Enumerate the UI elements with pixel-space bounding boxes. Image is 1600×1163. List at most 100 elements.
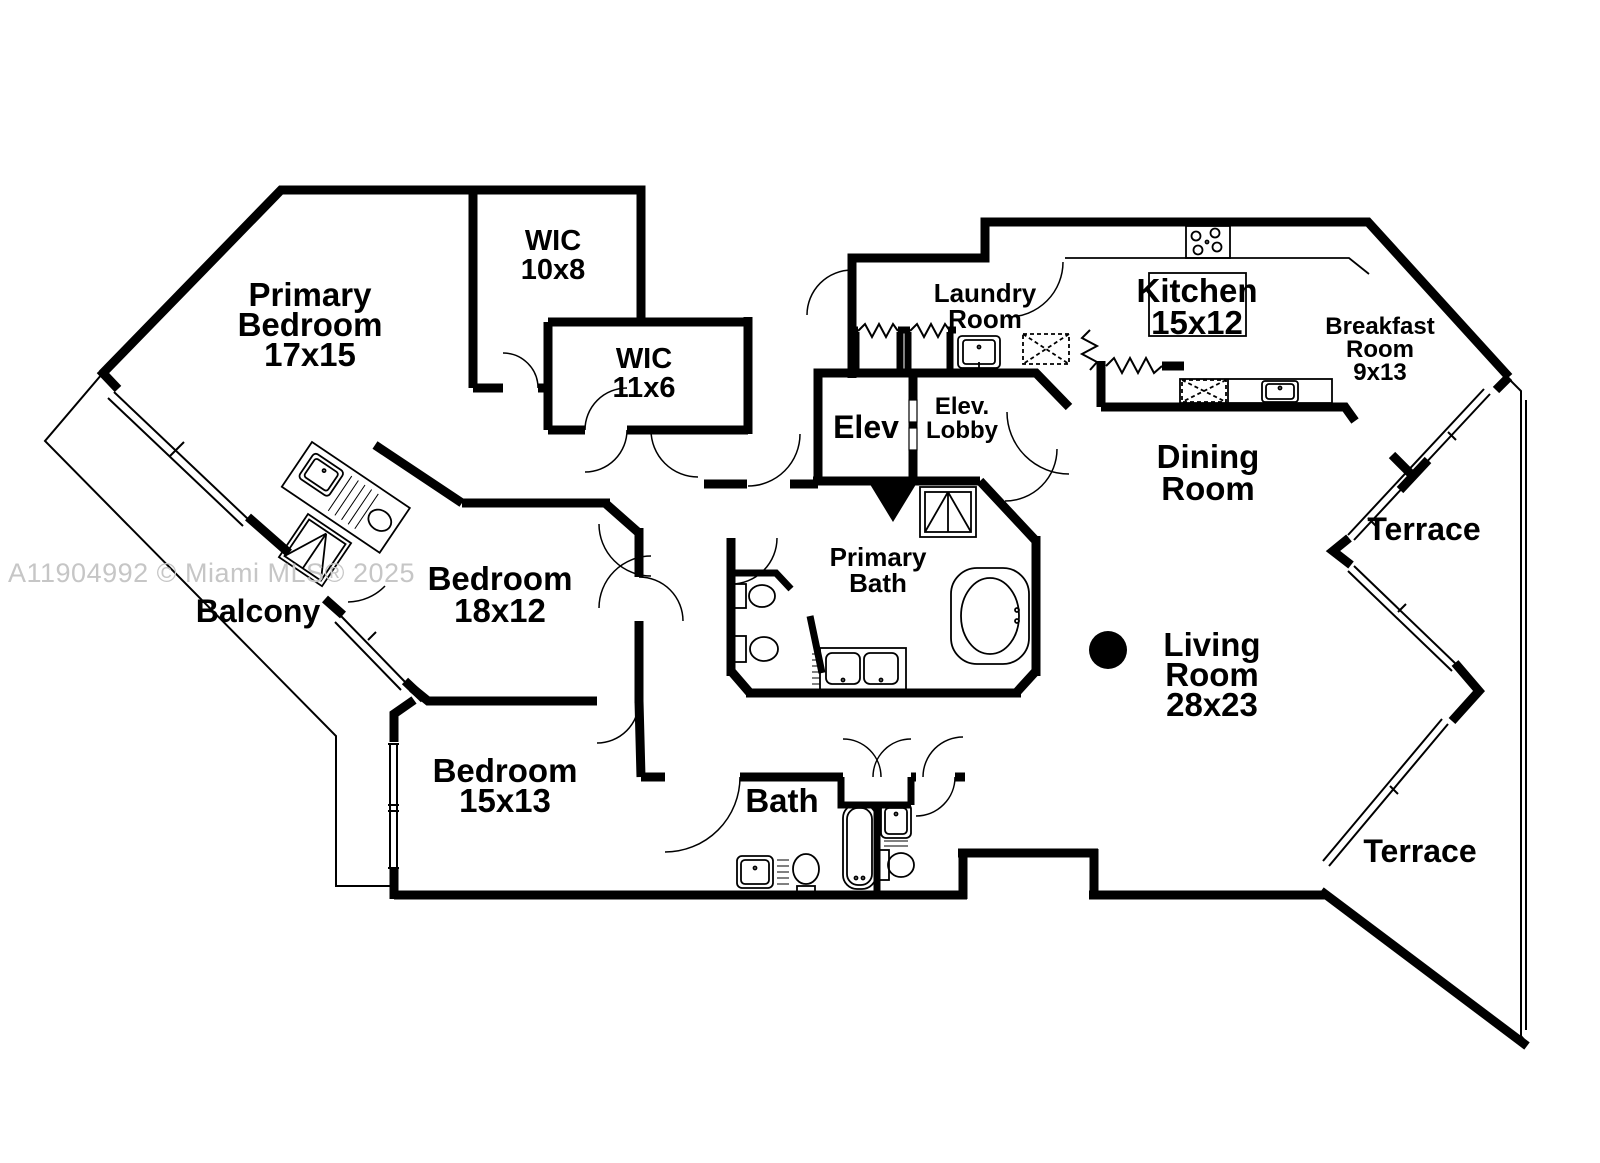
room-name: Elev.: [935, 393, 989, 420]
room-name: Elev: [833, 409, 899, 445]
stove-icon: [1185, 225, 1231, 259]
wall-segment: [1096, 361, 1359, 424]
room-name: Room: [1346, 336, 1414, 363]
wall-segment: [852, 326, 956, 371]
wall-segment: [96, 185, 753, 434]
door-arc: [347, 585, 386, 603]
window: [334, 615, 408, 691]
wall-segment: [1325, 451, 1485, 725]
balcony-outline: [43, 373, 394, 887]
wall-segment: [394, 848, 1325, 900]
room-dims: 28x23: [1166, 686, 1258, 723]
label-laundry: Laundry Room: [934, 278, 1037, 334]
door-arc: [747, 433, 801, 487]
room-dims: 10x8: [521, 254, 586, 286]
label-terrace-lower: Terrace: [1363, 833, 1476, 869]
room-name: WIC: [616, 343, 672, 375]
wall-segment: [409, 684, 965, 782]
window: [1322, 718, 1449, 867]
fixtures: [277, 225, 1370, 894]
label-balcony: Balcony: [196, 593, 321, 629]
wc-toilet-icon: [878, 849, 915, 881]
column-dot: [1089, 631, 1127, 669]
room-name: Primary: [830, 542, 927, 572]
wc-sink-icon: [880, 803, 912, 847]
zigzag-door: [1079, 329, 1100, 371]
wet-bar-sink-icon: [298, 452, 344, 497]
labels: Primary Bedroom 17x15 WIC 10x8 WIC 11x6 …: [196, 225, 1481, 869]
wall-segment: [1318, 887, 1530, 1050]
label-primary-bath: Primary Bath: [830, 542, 927, 598]
wall-segment: [847, 217, 1513, 394]
window: [1347, 565, 1459, 672]
door-arc: [596, 700, 640, 744]
room-name: Room: [1161, 470, 1255, 507]
room-name: Bedroom: [238, 306, 383, 343]
room-name: Bedroom: [428, 560, 573, 597]
windows: [107, 388, 1491, 869]
door-arc: [584, 429, 628, 473]
toilet-icon: [732, 635, 779, 663]
label-primary-bedroom: Primary Bedroom 17x15: [238, 276, 383, 373]
window: [107, 391, 250, 527]
room-dims: 15x12: [1151, 304, 1243, 341]
room-dims: 15x13: [459, 782, 551, 819]
room-name: Primary: [249, 276, 373, 313]
bathtub-icon: [950, 567, 1030, 665]
room-name: Kitchen: [1136, 272, 1257, 309]
window: [1347, 388, 1491, 541]
double-sink-vanity: [812, 647, 907, 691]
elevator-door-icon: [908, 399, 918, 451]
room-name: Bath: [745, 782, 818, 819]
room-dims: 11x6: [613, 372, 676, 404]
walls-interior: [731, 326, 956, 893]
wall-segment: [245, 513, 428, 899]
kitchen-counter: [1065, 257, 1370, 404]
dishwasher-icon: [1181, 379, 1227, 403]
door-arc: [664, 776, 741, 853]
wall-wedge: [868, 481, 918, 522]
label-elevator: Elev: [833, 409, 899, 445]
door-arc: [915, 776, 956, 817]
wall-segment: [852, 368, 1073, 411]
wall-segment: [468, 186, 553, 430]
bath-tub-icon: [842, 803, 877, 890]
label-wic-11x6: WIC 11x6: [613, 343, 676, 404]
zigzag-doors: [857, 321, 1163, 376]
label-bath: Bath: [745, 782, 818, 819]
door-arc: [730, 537, 778, 585]
wet-bar: [280, 440, 412, 555]
door-arc: [922, 736, 964, 778]
wall-segment: [372, 441, 644, 703]
bidet-icon: [732, 583, 776, 609]
shower-icon: [919, 486, 977, 538]
door-arc: [1006, 411, 1070, 475]
kitchen-sink-icon: [1261, 380, 1299, 403]
label-terrace-upper: Terrace: [1367, 511, 1480, 547]
door-arc: [502, 352, 539, 389]
door-arc: [806, 269, 853, 316]
bath-toilet-icon: [792, 853, 820, 894]
door-arc: [842, 738, 882, 778]
label-breakfast: Breakfast Room 9x13: [1325, 313, 1434, 386]
door-arc: [872, 738, 912, 778]
room-name: Room: [1165, 656, 1259, 693]
room-name: Lobby: [926, 417, 999, 444]
door-arc: [1004, 448, 1058, 502]
door-arc: [650, 429, 699, 478]
wall-segment: [731, 569, 826, 674]
label-wic-10x8: WIC 10x8: [521, 225, 586, 286]
room-name: Balcony: [196, 593, 321, 629]
room-dims: 17x15: [264, 336, 356, 373]
room-dims: 9x13: [1353, 359, 1406, 386]
room-name: Bath: [849, 568, 907, 598]
zigzag-door: [857, 321, 899, 340]
kitchen-island: [1148, 272, 1247, 337]
room-name: Terrace: [1367, 511, 1480, 547]
label-bedroom-15x13: Bedroom 15x13: [433, 752, 578, 819]
door-arc: [598, 523, 652, 577]
room-name: Dining: [1157, 438, 1260, 475]
label-dining: Dining Room: [1157, 438, 1260, 507]
